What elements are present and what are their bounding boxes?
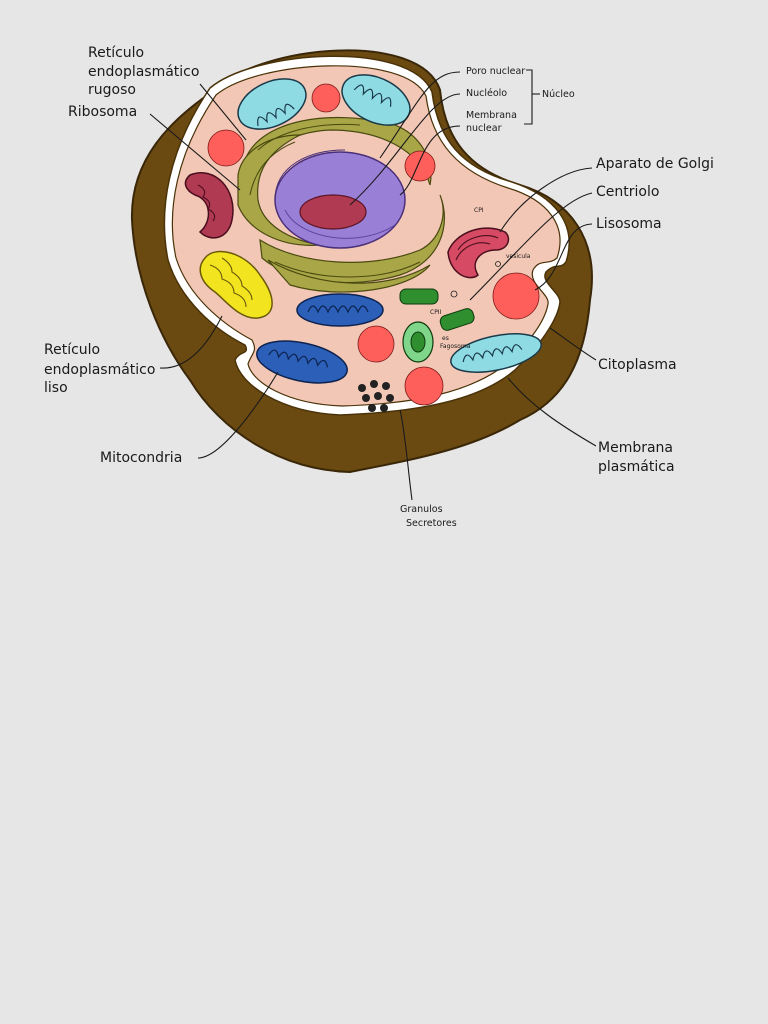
label-granulos-2: Secretores	[406, 518, 457, 529]
label-membrana-nuclear-2: nuclear	[466, 123, 502, 134]
lysosome	[311, 83, 341, 113]
label-citoplasma: Citoplasma	[598, 357, 677, 373]
lysosome	[404, 366, 444, 406]
label-cpii: CPII	[430, 309, 442, 316]
label-rer-2: endoplasmático	[88, 64, 199, 80]
label-rel-1: Retículo	[44, 342, 100, 358]
mitochondrion-left-red	[184, 172, 234, 239]
lysosome	[207, 129, 245, 167]
nucleolus	[299, 194, 367, 230]
label-poro-nuclear: Poro nuclear	[466, 66, 525, 77]
label-fagosoma-2: Fagosoma	[440, 343, 471, 350]
nucleus	[274, 149, 406, 249]
lysosome	[492, 272, 540, 320]
label-golgi: Aparato de Golgi	[596, 156, 714, 172]
label-rel-3: liso	[44, 380, 68, 396]
label-membrana-nuclear-1: Membrana	[466, 110, 517, 121]
green-vesicle	[439, 308, 475, 331]
lysosomes	[207, 83, 540, 406]
label-nucleolo: Nucléolo	[466, 88, 507, 99]
label-rer-1: Retículo	[88, 45, 144, 61]
green-vesicle	[399, 288, 439, 305]
label-ribosoma: Ribosoma	[68, 104, 137, 120]
label-membrana-plasmatica-1: Membrana	[598, 440, 673, 456]
labels: Retículo endoplasmático rugoso Ribosoma …	[44, 45, 714, 529]
mitochondrion-top-left	[237, 78, 307, 130]
label-mitocondria: Mitocondria	[100, 450, 182, 466]
leader-lines	[149, 69, 597, 501]
smooth-er	[199, 250, 273, 319]
mitochondrion-bottom	[256, 340, 348, 384]
vesicles	[399, 261, 501, 363]
label-rel-2: endoplasmático	[44, 362, 155, 378]
secretory-granules	[358, 380, 394, 412]
label-lisosoma: Lisosoma	[596, 216, 662, 232]
label-fagosoma-1: es	[442, 335, 449, 342]
label-rer-3: rugoso	[88, 82, 136, 98]
label-membrana-plasmatica-2: plasmática	[598, 459, 675, 475]
label-cpi: CPI	[474, 207, 484, 214]
label-nucleo: Núcleo	[542, 89, 575, 100]
label-centriolo: Centriolo	[596, 184, 659, 200]
centriole-dot	[450, 290, 458, 298]
lysosome	[357, 325, 395, 363]
rough-er	[237, 116, 445, 293]
label-granulos-1: Granulos	[400, 504, 443, 515]
mitochondrion-right	[450, 333, 542, 373]
golgi-apparatus	[447, 227, 510, 279]
mitochondrion-center	[296, 293, 384, 327]
label-vesicula: vesicula	[506, 253, 531, 260]
lysosome	[404, 150, 436, 182]
